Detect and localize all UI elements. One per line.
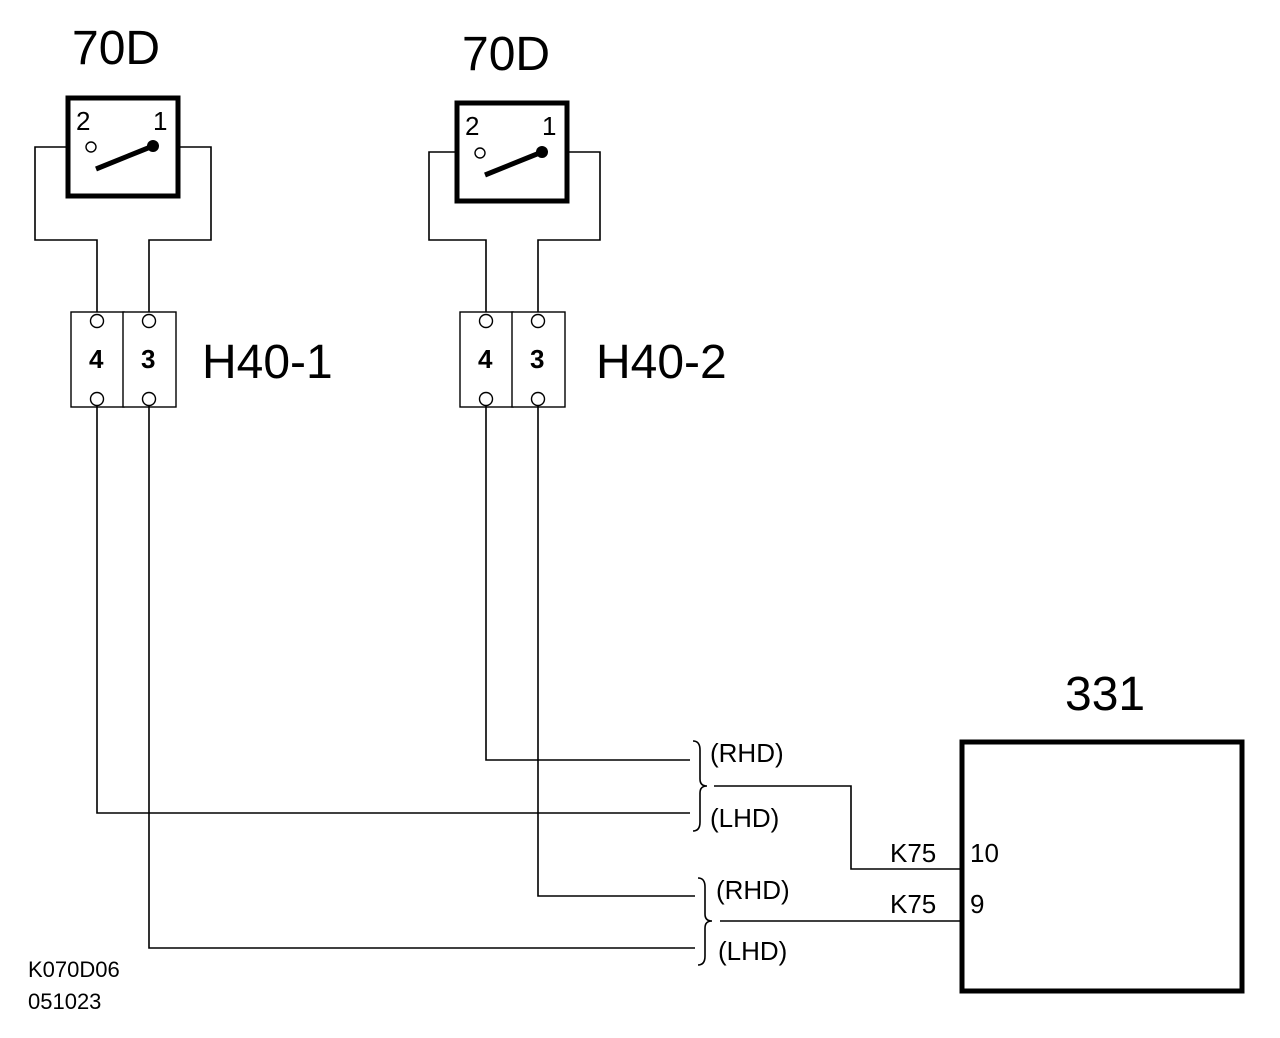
wire-code-label: K75: [890, 889, 936, 919]
switch-title: 70D: [462, 28, 550, 81]
switch-pin-1: 1: [542, 111, 556, 141]
variant-label-lhd: (LHD): [718, 936, 787, 966]
wire-code-label: K75: [890, 838, 936, 868]
wire-h40-2-pin3-rhd: [537, 405, 695, 897]
wire-sw1-pin1: [148, 146, 212, 315]
wire-sw2-pin2: [428, 151, 487, 315]
connector-h40-2: 4 3 H40-2: [459, 311, 727, 408]
switch-70d-left: 70D 2 1: [65, 22, 181, 199]
pin-socket: [141, 313, 157, 329]
wire-h40-1-pin4-lhd: [96, 405, 690, 814]
pin-label-4: 4: [478, 344, 493, 374]
switch-contact-open: [474, 147, 486, 159]
connector-name: H40-1: [202, 336, 333, 389]
pin-socket: [478, 313, 494, 329]
switch-lever: [95, 143, 154, 172]
wire-to-pin-10: [714, 785, 963, 870]
pin-label-4: 4: [89, 344, 104, 374]
switch-pin-2: 2: [465, 111, 479, 141]
module-body: [959, 739, 1245, 994]
brace-lower: [697, 877, 713, 966]
pin-socket: [530, 313, 546, 329]
connector-name: H40-2: [596, 336, 727, 389]
pin-socket: [478, 391, 494, 407]
pin-label-3: 3: [530, 344, 544, 374]
variant-label-lhd: (LHD): [710, 803, 779, 833]
pin-socket: [141, 391, 157, 407]
drawing-code: K070D06: [28, 957, 120, 982]
variant-label-rhd: (RHD): [710, 738, 784, 768]
wire-sw1-pin2: [34, 146, 98, 315]
module-title: 331: [1065, 668, 1145, 721]
module-pin-label: 10: [970, 838, 999, 868]
wire-h40-2-pin4-rhd: [485, 405, 690, 761]
switch-contact-open: [85, 141, 97, 153]
switch-lever: [484, 149, 543, 178]
brace-upper: [692, 740, 708, 832]
variant-label-rhd: (RHD): [716, 875, 790, 905]
drawing-date: 051023: [28, 989, 101, 1014]
wire-h40-1-pin3-lhd: [148, 405, 695, 949]
switch-pin-2: 2: [76, 106, 90, 136]
connector-h40-1: 4 3 H40-1: [70, 311, 333, 408]
pin-socket: [89, 313, 105, 329]
pin-label-3: 3: [141, 344, 155, 374]
module-331: 331 K75 10 K75 9: [890, 668, 1245, 994]
wire-sw2-pin1: [537, 151, 601, 315]
pin-socket: [530, 391, 546, 407]
switch-pin-1: 1: [153, 106, 167, 136]
module-pin-label: 9: [970, 889, 984, 919]
switch-title: 70D: [72, 22, 160, 75]
switch-70d-right: 70D 2 1: [454, 28, 570, 204]
pin-socket: [89, 391, 105, 407]
